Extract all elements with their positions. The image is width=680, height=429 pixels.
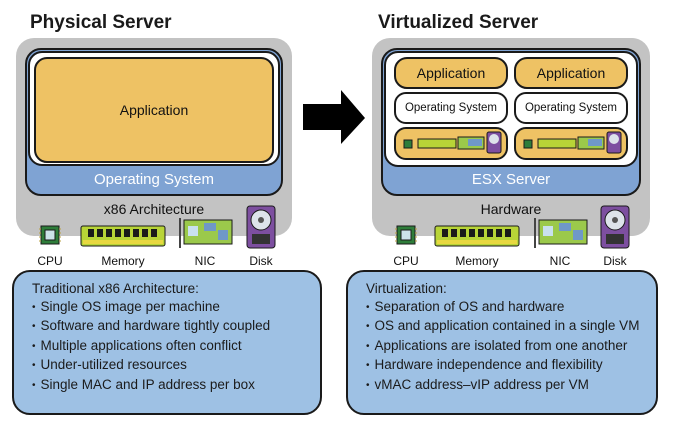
disk-label: Disk xyxy=(603,254,627,268)
vm2-os-label: Operating System xyxy=(524,102,618,114)
virtualized-hardware-label: Hardware xyxy=(480,201,542,217)
vm1-application-label: Application xyxy=(416,65,486,81)
cpu-label: CPU xyxy=(37,254,63,268)
disk-label: Disk xyxy=(249,254,273,268)
virtualized-note-item: Hardware independence and flexibility xyxy=(366,356,644,376)
virtualized-note-item: Separation of OS and hardware xyxy=(366,298,644,318)
vm1-application-box: Application xyxy=(394,57,508,89)
memory-icon xyxy=(434,225,520,252)
virtualized-note-item: OS and application contained in a single… xyxy=(366,317,644,337)
physical-application-box: Application xyxy=(34,57,274,163)
vm1-os-label: Operating System xyxy=(404,102,498,114)
vm1-virtual-hardware-icons xyxy=(403,131,502,154)
physical-notes-box: Traditional x86 Architecture: Single OS … xyxy=(12,270,322,415)
nic-icon xyxy=(533,218,589,253)
disk-icon xyxy=(600,205,630,254)
nic-icon xyxy=(178,218,234,253)
right-arrow-icon xyxy=(301,90,365,151)
physical-note-item: Single OS image per machine xyxy=(32,298,308,318)
esx-server-label: ESX Server xyxy=(471,171,551,188)
virtualized-server-title: Virtualized Server xyxy=(378,12,539,33)
physical-server-title: Physical Server xyxy=(30,12,172,33)
virtualized-notes-heading: Virtualization: xyxy=(366,281,447,296)
virtualized-note-item: Applications are isolated from one anoth… xyxy=(366,337,644,357)
physical-hardware-label: x86 Architecture xyxy=(103,201,205,217)
nic-label: NIC xyxy=(549,254,571,268)
physical-note-item: Single MAC and IP address per box xyxy=(32,376,308,396)
cpu-icon xyxy=(39,224,61,251)
physical-application-label: Application xyxy=(119,102,189,118)
vm2-os-box: Operating System xyxy=(514,92,628,124)
physical-note-item: Under-utilized resources xyxy=(32,356,308,376)
vm1-virtual-hardware xyxy=(394,127,508,160)
physical-os-label: Operating System xyxy=(93,171,215,188)
physical-note-item: Multiple applications often conflict xyxy=(32,337,308,357)
vm2-virtual-hardware-icons xyxy=(523,131,622,154)
physical-note-item: Software and hardware tightly coupled xyxy=(32,317,308,337)
cpu-icon xyxy=(395,224,417,251)
memory-icon xyxy=(80,225,166,252)
virtualized-notes-box: Virtualization: Separation of OS and har… xyxy=(346,270,658,415)
vm1-os-box: Operating System xyxy=(394,92,508,124)
physical-notes-heading: Traditional x86 Architecture: xyxy=(32,281,199,296)
cpu-label: CPU xyxy=(393,254,419,268)
vm2-application-label: Application xyxy=(536,65,606,81)
memory-label: Memory xyxy=(101,254,145,268)
vm2-application-box: Application xyxy=(514,57,628,89)
memory-label: Memory xyxy=(455,254,499,268)
nic-label: NIC xyxy=(194,254,216,268)
virtualized-note-item: vMAC address–vIP address per VM xyxy=(366,376,644,396)
disk-icon xyxy=(246,205,276,254)
vm2-virtual-hardware xyxy=(514,127,628,160)
